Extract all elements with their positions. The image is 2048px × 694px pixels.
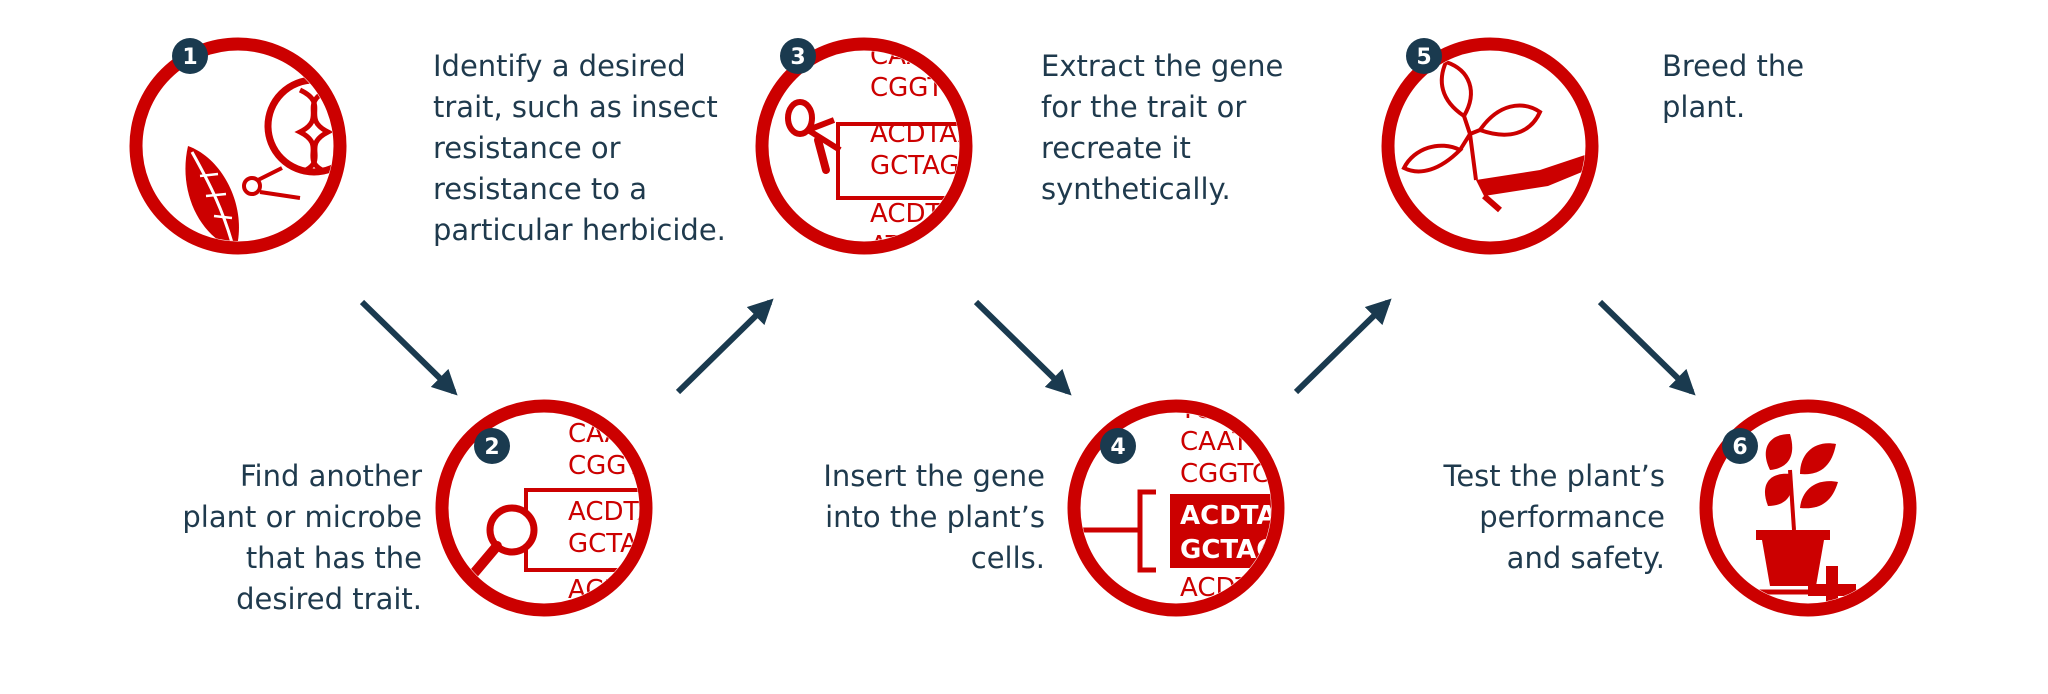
step-3-badge <box>780 38 816 74</box>
step-6-line: performance <box>1479 500 1665 534</box>
step-1-line: trait, such as insect <box>433 90 718 124</box>
step-6-line: Test the plant’s <box>1443 459 1665 493</box>
step-2-line: desired trait. <box>236 582 422 616</box>
arrow-4-to-5 <box>1293 298 1392 395</box>
step-1-illustration: 1 <box>129 37 347 255</box>
step-5-line: Breed the <box>1662 49 1805 83</box>
step-3-line: synthetically. <box>1041 172 1231 206</box>
step-5-line: plant. <box>1662 90 1746 124</box>
step-3-line: Extract the gene <box>1041 49 1284 83</box>
step-2-text: Find another plant or microbe that has t… <box>182 456 422 620</box>
svg-text:ACDTAAC: ACDTAAC <box>1180 501 1316 531</box>
arrow-5-to-6 <box>1597 299 1696 396</box>
step-2-line: plant or microbe <box>182 500 422 534</box>
step-2-illustration: CAATGC CGGTCGA ACDTAAG GCTAGCTA ACDTTCG … <box>435 399 693 637</box>
step-1-line: resistance to a <box>433 172 648 206</box>
step-3-line: recreate it <box>1041 131 1191 165</box>
step-2-line: Find another <box>239 459 422 493</box>
step-6-line: and safety. <box>1506 541 1665 575</box>
step-3-line: for the trait or <box>1041 90 1247 124</box>
svg-text:ACDTAAG: ACDTAAG <box>568 497 693 527</box>
step-3-illustration: CAATGC CGGTCGA ACDTAAGT GCTAGCTA ACDTTCG… <box>755 37 1010 255</box>
step-4-text: Insert the gene into the plant’s cells. <box>823 456 1045 579</box>
svg-text:GCTAGCT: GCTAGCT <box>1180 535 1315 565</box>
step-1-badge <box>172 38 208 74</box>
leaf-dna-icon <box>185 76 333 241</box>
svg-text:CTC: CTC <box>1180 637 1231 667</box>
step-4-illustration: TCG CAATGC CGGTCGA ACDTAAC GCTAGCT ACDTT… <box>1067 399 1316 667</box>
step-6-number: 6 <box>1732 435 1747 460</box>
step-1-line: resistance or <box>433 131 621 165</box>
step-1-line: particular herbicide. <box>433 213 726 247</box>
step-5-illustration: 5 <box>1381 37 1599 255</box>
step-2-number: 2 <box>484 435 499 460</box>
step-4-line: Insert the gene <box>823 459 1045 493</box>
step-5-badge <box>1406 38 1442 74</box>
step-6-illustration: 6 <box>1699 399 1917 617</box>
svg-text:CGGTCGA: CGGTCGA <box>1180 459 1308 489</box>
step-5-ring <box>1381 37 1599 255</box>
step-2-badge <box>474 428 510 464</box>
step-4-number: 4 <box>1110 435 1125 460</box>
arrow-2-to-3 <box>675 298 774 395</box>
arrow-3-to-4 <box>973 299 1072 396</box>
step-1-line: Identify a desired <box>433 49 686 83</box>
svg-text:GCTAGCTA: GCTAGCTA <box>870 151 1010 181</box>
step-4-line: cells. <box>970 541 1045 575</box>
step-6-badge <box>1722 428 1758 464</box>
step-6-text: Test the plant’s performance and safety. <box>1444 456 1665 579</box>
plant-cutting-icon <box>1401 59 1585 213</box>
step-3-text: Extract the gene for the trait or recrea… <box>1041 46 1283 210</box>
step-4-line: into the plant’s <box>825 500 1045 534</box>
step-1-text: Identify a desired trait, such as insect… <box>433 46 726 251</box>
step-4-badge <box>1100 428 1136 464</box>
step-2-line: that has the <box>245 541 422 575</box>
svg-text:ATAACG: ATAACG <box>568 607 672 637</box>
step-5-number: 5 <box>1416 45 1431 70</box>
step-5-text: Breed the plant. <box>1662 46 1804 128</box>
arrow-1-to-2 <box>359 299 458 396</box>
step-1-number: 1 <box>182 45 197 70</box>
step-3-number: 3 <box>790 45 805 70</box>
